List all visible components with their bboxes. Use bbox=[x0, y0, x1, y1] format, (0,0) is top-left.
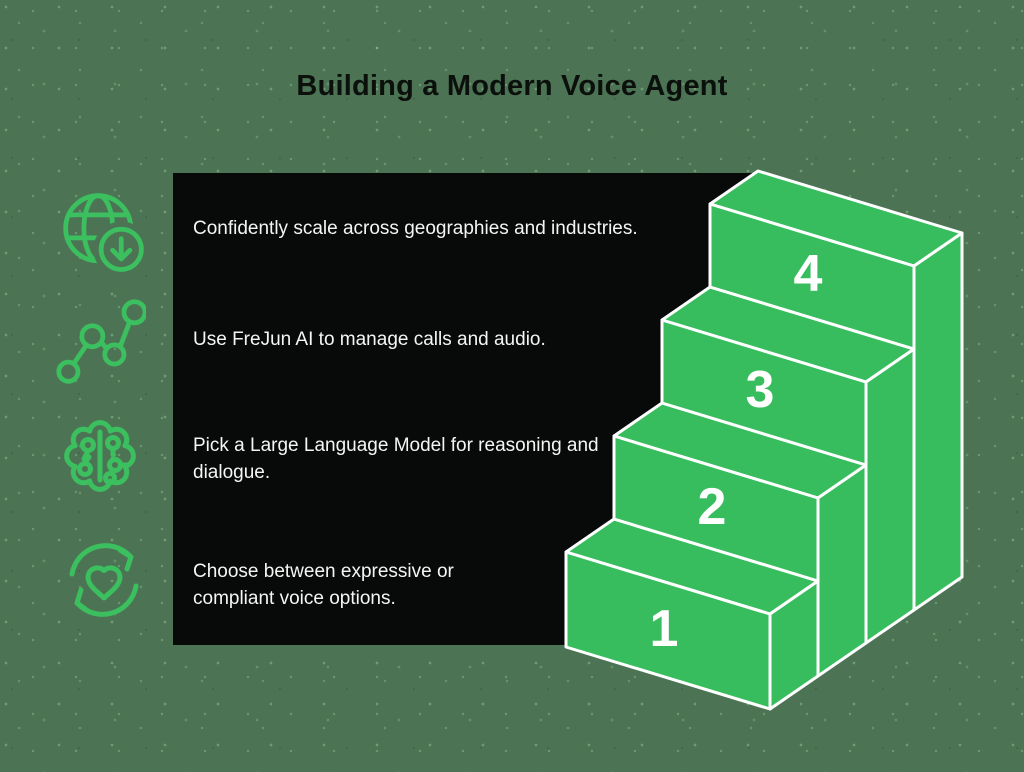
heart-sync-glyph bbox=[69, 543, 139, 617]
step-1-front-face bbox=[564, 550, 772, 711]
step-3-label: 3 bbox=[746, 361, 775, 419]
step-4-side-face bbox=[912, 231, 964, 612]
feature-text-4: Choose between expressive or compliant v… bbox=[193, 561, 454, 609]
heart-sync-icon bbox=[56, 532, 152, 628]
feature-text-1: Confidently scale across geographies and… bbox=[193, 218, 638, 239]
ai-brain-icon bbox=[52, 408, 148, 504]
step-3-front-face bbox=[660, 318, 868, 467]
step-2-label: 2 bbox=[698, 478, 727, 536]
step-3-side-face bbox=[864, 347, 916, 645]
step-4-label: 4 bbox=[794, 245, 823, 303]
step-1-label: 1 bbox=[650, 600, 679, 658]
network-nodes-glyph bbox=[56, 299, 146, 384]
feature-text-2: Use FreJun AI to manage calls and audio. bbox=[193, 329, 546, 350]
ai-brain-glyph bbox=[64, 420, 136, 492]
step-4-front-face bbox=[708, 202, 916, 351]
globe-download-glyph bbox=[63, 193, 150, 278]
page-title: Building a Modern Voice Agent bbox=[296, 70, 728, 102]
globe-download-icon bbox=[58, 188, 150, 280]
network-nodes-icon bbox=[54, 296, 146, 388]
step-2-side-face bbox=[816, 463, 868, 678]
step-2-front-face bbox=[612, 434, 820, 583]
feature-text-3: Pick a Large Language Model for reasonin… bbox=[193, 435, 599, 483]
